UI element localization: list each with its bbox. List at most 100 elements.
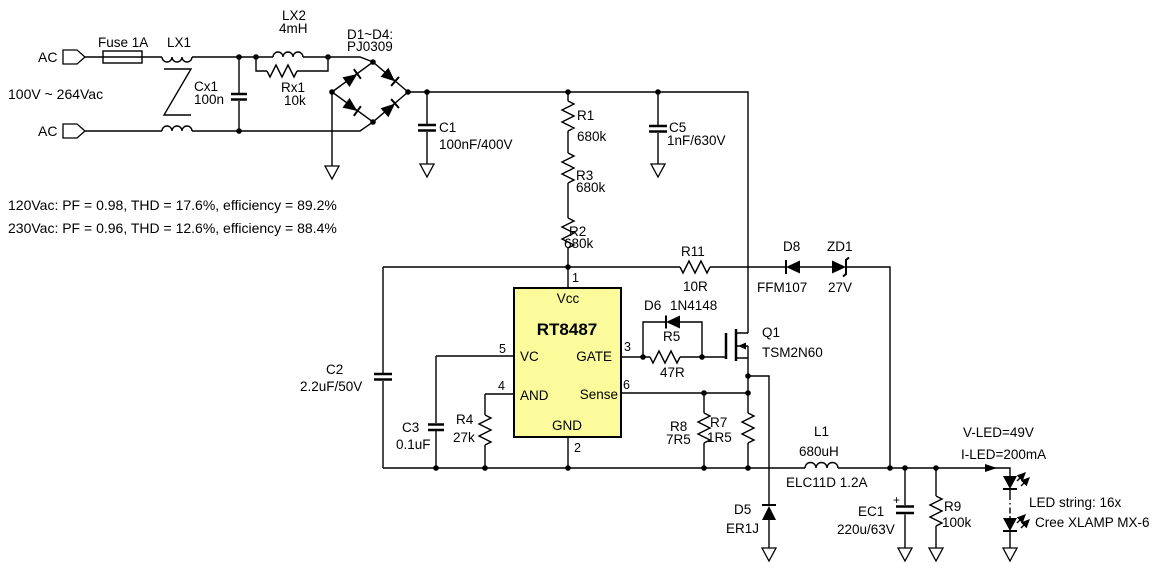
r9-resistor-icon (927, 468, 945, 563)
ground-icon (323, 165, 341, 181)
note-230vac: 230Vac: PF = 0.96, THD = 12.6%, efficien… (8, 220, 337, 236)
c1-ref-label: C1 (439, 120, 456, 135)
zd1-ref-label: ZD1 (827, 239, 853, 254)
q1-ref-label: Q1 (762, 325, 780, 340)
q1-mosfet-icon (724, 329, 751, 396)
c1-capacitor-icon (418, 92, 436, 179)
ec1-capacitor-icon (896, 468, 914, 563)
sense-resistors (696, 390, 756, 468)
r3-value-label: 680k (576, 180, 606, 195)
led-string-icon (1001, 472, 1030, 563)
rx1-value-label: 10k (284, 93, 306, 108)
ground-icon (760, 547, 778, 563)
q1-value-label: TSM2N60 (762, 345, 823, 360)
note-120vac: 120Vac: PF = 0.98, THD = 17.6%, efficien… (8, 197, 337, 213)
d5-ref-label: D5 (734, 502, 751, 517)
d6-diode-icon (665, 315, 680, 329)
r8-resistor-icon (696, 393, 712, 468)
c5-value-label: 1nF/630V (667, 133, 726, 148)
l1-value-label: 680uH (799, 444, 839, 459)
lx1-core-icon (162, 68, 193, 116)
lx2-ref-label: LX2 (282, 8, 306, 23)
ec1-plus-label: + (893, 493, 900, 507)
r9-value-label: 100k (942, 515, 972, 530)
d6-value-label: 1N4148 (670, 298, 717, 313)
bridge-value-label: PJ0309 (347, 39, 393, 54)
l1-part-label: ELC11D 1.2A (786, 475, 868, 490)
r7-ref-label: R7 (710, 415, 727, 430)
pin-number-1: 1 (572, 271, 579, 285)
r4-resistor-icon (477, 394, 493, 468)
d8-value-label: FFM107 (757, 280, 807, 295)
r5-resistor-icon (649, 349, 681, 365)
pin-number-6: 6 (623, 378, 630, 392)
lx2-value-label: 4mH (279, 21, 308, 36)
r1-ref-label: R1 (577, 108, 594, 123)
c3-capacitor-icon (428, 356, 444, 468)
bridge-diode-icon (380, 98, 400, 118)
ac-bottom-label: AC (38, 123, 57, 139)
r8-value-label: 7R5 (666, 432, 691, 447)
hv-rail-section (408, 89, 749, 333)
pin-number-3: 3 (624, 340, 631, 354)
bridge-diode-icon (342, 68, 362, 88)
lx1-winding-bottom-icon (161, 125, 193, 132)
d8-ref-label: D8 (783, 239, 800, 254)
r2-ref-label: R2 (569, 224, 586, 239)
r9-ref-label: R9 (944, 499, 961, 514)
pin-number-2: 2 (574, 441, 581, 455)
fuse-icon (102, 50, 143, 64)
d6-ref-label: D6 (644, 298, 661, 313)
pin-number-4: 4 (498, 379, 505, 393)
r2-value-label: 680k (564, 236, 594, 251)
c5-ref-label: C5 (669, 120, 686, 135)
bridge-diode-icon (380, 67, 400, 87)
lx1-winding-top-icon (161, 56, 193, 63)
c5-capacitor-icon (649, 92, 667, 179)
rx1-resistor-icon (255, 57, 329, 79)
ec1-ref-label: EC1 (858, 504, 884, 519)
r5-value-label: 47R (660, 365, 685, 380)
cx1-capacitor-icon (231, 57, 247, 131)
c2-capacitor-icon (374, 267, 392, 468)
l1-inductor-icon (804, 461, 839, 469)
lx2-inductor-icon (272, 51, 304, 58)
ic-pin-and-label: AND (520, 388, 549, 403)
ac-input-section (62, 49, 374, 139)
ac-terminal-bottom-icon (62, 123, 86, 139)
ic-pin-vcc-label: Vcc (557, 291, 580, 306)
cx1-ref-label: Cx1 (194, 79, 218, 94)
bridge-diode-icon (342, 97, 362, 117)
ac-range-label: 100V ~ 264Vac (8, 86, 103, 102)
d5-value-label: ER1J (726, 521, 759, 536)
r11-value-label: 10R (683, 279, 708, 294)
d5-diode (748, 375, 778, 563)
vled-label: V-LED=49V (963, 425, 1034, 440)
ic-pin-gate-label: GATE (576, 349, 612, 364)
bridge-rectifier (323, 59, 411, 181)
zd1-value-label: 27V (828, 280, 852, 295)
r5-ref-label: R5 (663, 329, 680, 344)
r7-value-label: 1R5 (707, 430, 732, 445)
c1-value-label: 100nF/400V (439, 137, 513, 152)
r1-r3-r2-divider-icon (560, 92, 576, 267)
vcc-supply-line (383, 256, 891, 468)
ic-pin-vc-label: VC (520, 349, 539, 364)
bridge-ref-label: D1~D4: (347, 27, 393, 42)
cx1-value-label: 100n (194, 92, 224, 107)
ic-part-number: RT8487 (537, 320, 597, 339)
r4-ref-label: R4 (456, 412, 474, 427)
led-string-label-2: Cree XLAMP MX-6 (1035, 515, 1150, 530)
zd1-zener-icon (832, 256, 850, 278)
ic-body (513, 287, 622, 438)
ec1-value-label: 220u/63V (837, 522, 895, 537)
c2-ref-label: C2 (326, 362, 343, 377)
ic-pin-gnd-label: GND (552, 418, 582, 433)
ac-top-label: AC (38, 49, 57, 65)
r3-ref-label: R3 (576, 168, 593, 183)
ac-terminal-top-icon (62, 49, 86, 65)
c3-value-label: 0.1uF (396, 437, 431, 452)
control-left-section (374, 267, 493, 468)
ic-rt8487: Vcc RT8487 VC GATE AND Sense GND 1 2 3 4… (436, 267, 748, 468)
